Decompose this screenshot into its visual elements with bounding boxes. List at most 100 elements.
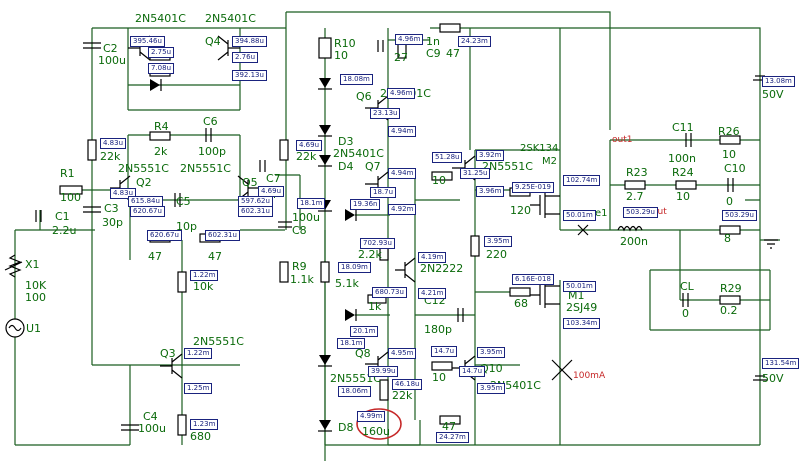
meter-readout: 18.09m — [338, 262, 371, 273]
label-r68: 68 — [514, 297, 528, 310]
label-x1-val2: 100 — [25, 291, 46, 304]
label-r10-b: 10 — [432, 371, 446, 384]
ground-right — [764, 239, 778, 249]
label-c10-val: 0 — [726, 195, 733, 208]
label-q3-type: 2N5551C — [193, 335, 244, 348]
diode-d5h — [345, 209, 357, 221]
meter-readout: 394.88u — [232, 36, 267, 47]
label-c8-val: 100u — [292, 211, 320, 224]
meter-readout: 4.99m — [357, 411, 386, 422]
label-q6: Q6 — [356, 90, 372, 103]
label-r10-a: 10 — [432, 174, 446, 187]
label-r5-1k: 5.1k — [335, 277, 359, 290]
label-c3-val: 30p — [102, 216, 123, 229]
meter-readout: 503.29u — [722, 210, 757, 221]
meter-readout: 18.1m — [297, 198, 326, 209]
meter-readout: 1.22m — [184, 348, 213, 359]
label-q11-type: 2N2222 — [420, 262, 463, 275]
label-out: out — [652, 207, 667, 217]
label-r9-val: 1.1k — [290, 273, 314, 286]
label-r1k: 1k — [368, 300, 382, 313]
label-q9-type: 2N5551C — [482, 160, 533, 173]
meter-readout: 20.1m — [350, 326, 379, 337]
meter-readout: 131.54m — [762, 358, 800, 369]
label-r24-val: 10 — [676, 190, 690, 203]
label-current: 100mA — [573, 371, 606, 381]
meter-readout: 14.7u — [431, 346, 458, 357]
meter-readout: 18.08m — [340, 74, 373, 85]
meter-readout: 4.69u — [296, 140, 323, 151]
label-c2-val: 100u — [98, 54, 126, 67]
label-q3: Q3 — [160, 347, 176, 360]
label-r23: R23 — [626, 166, 648, 179]
label-q10: Q10 — [480, 362, 503, 375]
meter-readout: 1.23m — [190, 419, 219, 430]
meter-readout: 395.46u — [130, 36, 165, 47]
label-r10k: 10k — [193, 280, 214, 293]
label-c1-val: 2.2u — [52, 224, 76, 237]
probe-100ma — [551, 359, 573, 381]
meter-readout: 1.25m — [184, 383, 213, 394]
meter-readout: 4.69u — [258, 186, 285, 197]
label-m1-type: 2SJ49 — [566, 301, 597, 314]
diode-d6h — [345, 309, 357, 321]
label-q4-type: 2N5401C — [205, 12, 256, 25]
meter-readout: 3.96m — [476, 186, 505, 197]
source-u1 — [5, 318, 25, 338]
meter-readout: 18.7u — [370, 187, 397, 198]
meter-readout: 39.99u — [368, 366, 399, 377]
meter-readout: 4.83u — [100, 138, 127, 149]
label-m2: M2 — [542, 156, 557, 167]
label-r680: 680 — [190, 430, 211, 443]
label-c5-val: 10p — [176, 220, 197, 233]
label-r220: 220 — [486, 248, 507, 261]
label-q7: Q7 — [365, 160, 381, 173]
meter-readout: 18.06m — [338, 386, 371, 397]
meter-readout: 4.94m — [388, 168, 417, 179]
meter-readout: 7.08u — [148, 63, 175, 74]
capacitors — [35, 40, 767, 431]
label-v-pos: 50V — [762, 88, 784, 101]
meter-readout: 4.92m — [388, 204, 417, 215]
label-x1-val1: 10K — [25, 279, 47, 292]
inductor — [617, 225, 643, 232]
meter-readout: 4.96m — [387, 88, 416, 99]
label-r10-val: 10 — [334, 49, 348, 62]
meter-readout: 102.74m — [563, 175, 601, 186]
meter-readout: 2.75u — [148, 47, 175, 58]
meter-readout: 46.18u — [392, 379, 423, 390]
label-m2-type: 2SK134 — [520, 143, 558, 154]
label-c5: C5 — [176, 195, 191, 208]
label-out1: out1 — [612, 135, 632, 145]
label-d4: D4 — [338, 160, 353, 173]
label-c160: 160u — [362, 425, 390, 438]
label-m1: M1 — [568, 289, 585, 302]
meter-readout: 103.34m — [563, 318, 601, 329]
label-c7: C7 — [266, 172, 281, 185]
label-u1: U1 — [26, 322, 41, 335]
label-c3: C3 — [104, 202, 119, 215]
meter-readout: 19.36n — [350, 199, 381, 210]
meter-readout: 3.95m — [477, 383, 506, 394]
label-q1-type: 2N5401C — [135, 12, 186, 25]
meter-readout: 620.67u — [147, 230, 182, 241]
meter-readout: 602.31u — [238, 206, 273, 217]
label-r26: R26 — [718, 125, 740, 138]
label-c11: C11 — [672, 121, 694, 134]
meter-readout: 702.93u — [360, 238, 395, 249]
label-r47-b: 47 — [208, 250, 222, 263]
label-r27: 27 — [394, 51, 408, 64]
meter-readout: 503.29u — [623, 207, 658, 218]
label-r47-bot: 47 — [442, 420, 456, 433]
label-c2: C2 — [103, 42, 118, 55]
label-c11-val: 100n — [668, 152, 696, 165]
meter-readout: 51.28u — [432, 152, 463, 163]
diode-d8 — [318, 420, 332, 432]
diode-d4 — [318, 155, 332, 167]
label-r29-val: 0.2 — [720, 304, 738, 317]
meter-readout: 3.92m — [476, 150, 505, 161]
meter-readout: 392.13u — [232, 70, 267, 81]
label-x1: X1 — [25, 258, 40, 271]
label-q2-type: 2N5551C — [118, 162, 169, 175]
